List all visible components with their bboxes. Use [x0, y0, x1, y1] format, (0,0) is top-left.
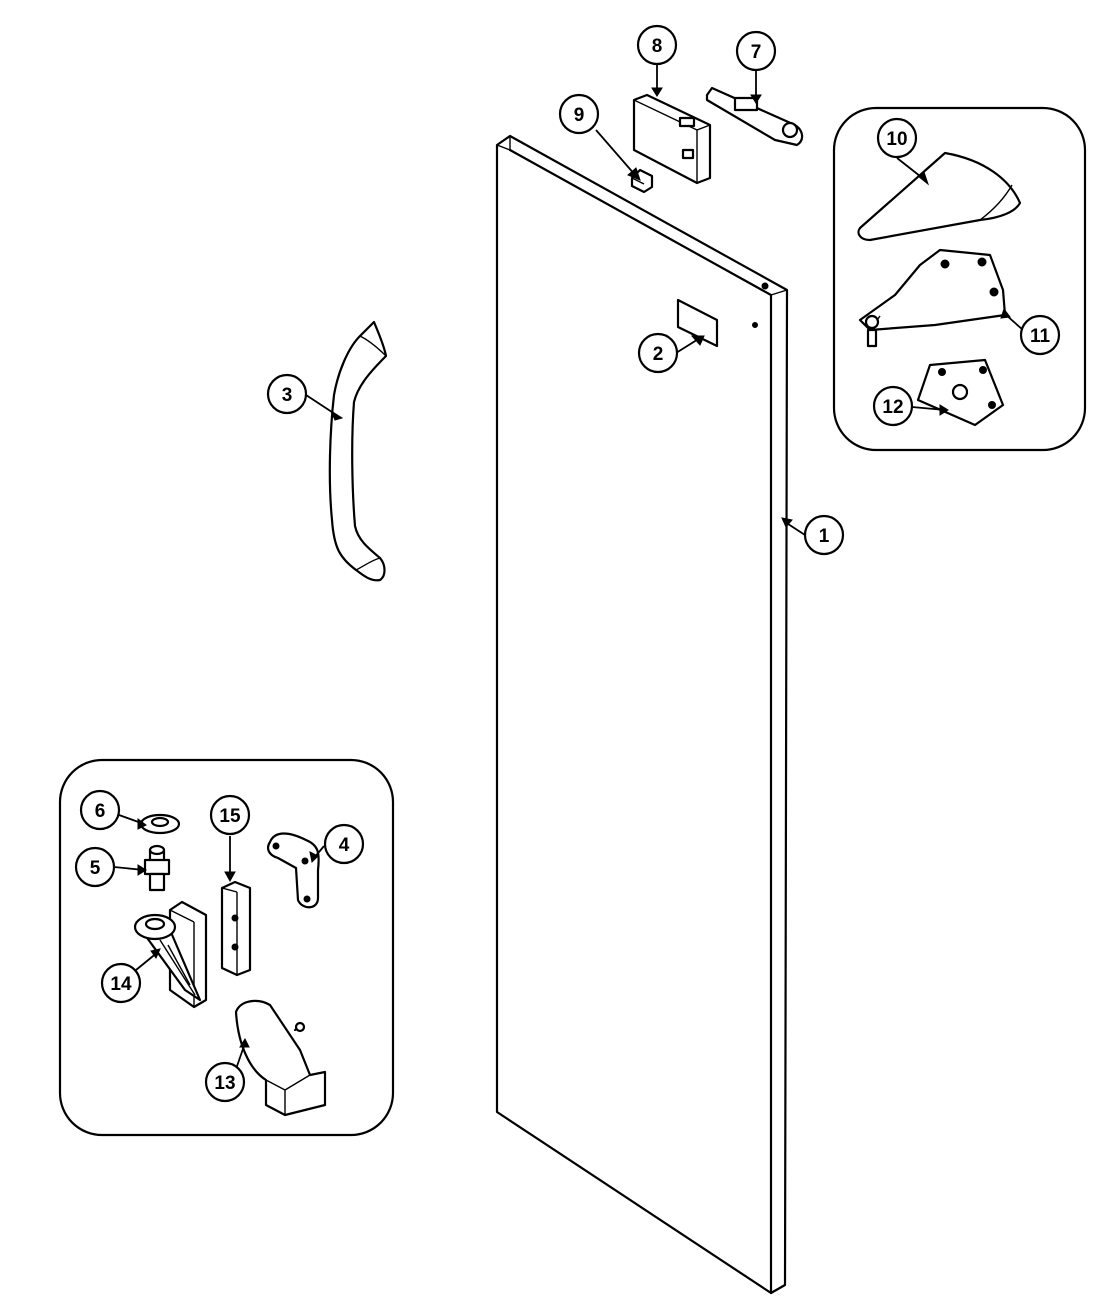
door-label	[676, 298, 719, 348]
callout-label-3: 3	[282, 385, 293, 406]
callout-3: 3	[266, 373, 308, 415]
callout-4: 4	[323, 823, 365, 865]
callout-10: 10	[876, 117, 918, 159]
trim-block	[632, 93, 712, 185]
callout-label-1: 1	[819, 526, 830, 547]
callout-label-5: 5	[90, 858, 101, 879]
hinge-inset-bottom	[58, 758, 395, 1137]
callout-14: 14	[100, 962, 142, 1004]
door-panel	[495, 134, 789, 1295]
callout-7: 7	[735, 30, 777, 72]
callout-12: 12	[872, 385, 914, 427]
hinge-cover-part	[705, 86, 804, 147]
callout-label-13: 13	[214, 1073, 235, 1094]
callout-9: 9	[558, 93, 600, 135]
callout-label-10: 10	[886, 129, 907, 150]
callout-8: 8	[636, 24, 678, 66]
callout-11: 11	[1019, 314, 1061, 356]
callout-label-9: 9	[574, 105, 585, 126]
callout-label-11: 11	[1030, 326, 1051, 347]
hinge-pin	[143, 844, 171, 892]
hinge-inset-top	[832, 106, 1087, 452]
bottom-plate	[220, 880, 252, 977]
callout-5: 5	[74, 846, 116, 888]
callout-6: 6	[79, 789, 121, 831]
bottom-hinge	[133, 900, 208, 1009]
callout-label-8: 8	[652, 36, 663, 57]
callout-label-7: 7	[751, 42, 762, 63]
callout-label-15: 15	[219, 806, 241, 827]
hinge-cap	[857, 151, 1022, 242]
callout-label-14: 14	[110, 974, 132, 995]
callout-1: 1	[803, 514, 845, 556]
door-handle	[328, 320, 388, 582]
shim-plate	[916, 358, 1005, 427]
bracket-plate	[267, 832, 320, 909]
callout-label-4: 4	[339, 835, 350, 856]
callout-label-2: 2	[653, 344, 664, 365]
callout-15: 15	[209, 794, 251, 836]
callout-13: 13	[204, 1061, 246, 1103]
hinge-plate	[858, 248, 1007, 348]
callout-label-6: 6	[95, 801, 106, 822]
bottom-hinge-cover	[234, 999, 327, 1117]
callout-2: 2	[637, 332, 679, 374]
washer	[139, 813, 181, 835]
leader-lines	[113, 64, 1024, 1073]
callout-label-12: 12	[882, 397, 903, 418]
